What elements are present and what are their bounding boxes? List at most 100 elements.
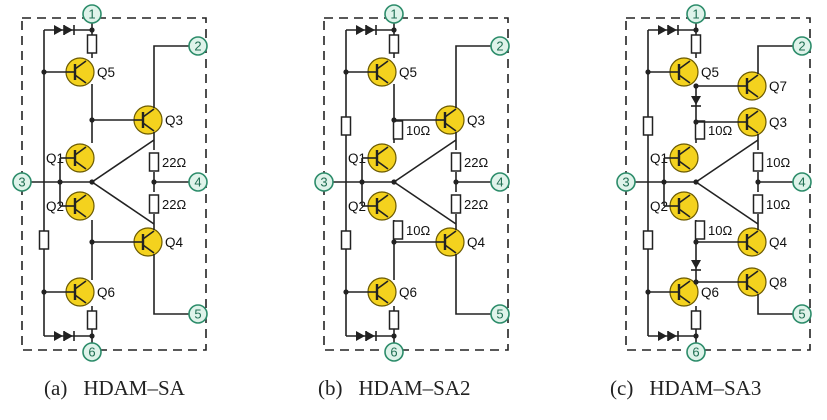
- diode-triangle: [54, 331, 63, 341]
- transistor-q1: Q1: [348, 143, 397, 173]
- resistor-body: [340, 116, 352, 136]
- transistor-q5: Q5: [65, 57, 115, 87]
- pin-2: 2: [792, 36, 812, 56]
- pin-circle: [490, 304, 510, 324]
- transistor-q4: Q4: [133, 227, 184, 257]
- transistor-label: Q5: [701, 65, 719, 80]
- resistor-label: 22Ω: [464, 155, 488, 170]
- junction-dot: [391, 27, 397, 33]
- transistor-collector: [746, 74, 759, 84]
- resistor: 10Ω: [392, 220, 430, 240]
- transistor-label: Q8: [769, 275, 787, 290]
- transistor-collector: [74, 280, 87, 290]
- diode-triangle: [356, 25, 365, 35]
- resistor-label: 22Ω: [162, 155, 186, 170]
- transistor-q2: Q2: [650, 191, 699, 221]
- pin-circle: [792, 172, 812, 192]
- pin-label: 1: [390, 7, 397, 22]
- junction-dot: [391, 117, 397, 123]
- transistor-q5: Q5: [367, 57, 417, 87]
- resistor-body: [392, 220, 404, 240]
- transistor-q2: Q2: [348, 191, 397, 221]
- transistor-label: Q7: [769, 79, 787, 94]
- transistor-emitter: [746, 244, 759, 254]
- transistor-emitter: [74, 294, 87, 304]
- wire: [153, 45, 190, 108]
- pin-label: 4: [496, 175, 503, 190]
- resistor: [690, 34, 702, 54]
- transistor-collector: [746, 110, 759, 120]
- pin-label: 3: [18, 175, 25, 190]
- pin-circle: [792, 36, 812, 56]
- junction-dot: [343, 289, 349, 295]
- transistor-collector: [376, 280, 389, 290]
- transistor-emitter: [74, 208, 87, 218]
- wire: [91, 181, 155, 225]
- junction-dot: [359, 179, 365, 185]
- resistor-body: [392, 120, 404, 140]
- pin-label: 5: [194, 307, 201, 322]
- wire: [393, 139, 457, 183]
- diode: [691, 96, 701, 107]
- junction-dot: [661, 179, 667, 185]
- pin-circle: [188, 304, 208, 324]
- resistor: [340, 116, 352, 136]
- transistor-emitter: [678, 208, 691, 218]
- transistor-q4: Q4: [435, 227, 486, 257]
- junction-dot: [693, 279, 699, 285]
- transistor-emitter: [746, 284, 759, 294]
- wire: [757, 294, 794, 315]
- junction-dot: [645, 289, 651, 295]
- transistor-q6: Q6: [65, 277, 115, 307]
- resistor-label: 10Ω: [708, 223, 732, 238]
- transistor-emitter: [678, 160, 691, 170]
- caption-c-name: HDAM–SA3: [649, 376, 762, 400]
- transistor-emitter: [678, 74, 691, 84]
- junction-dot: [645, 69, 651, 75]
- pin-circle: [384, 342, 404, 362]
- resistor: [642, 230, 654, 250]
- transistor-emitter: [74, 160, 87, 170]
- diode-triangle: [356, 331, 365, 341]
- transistor-emitter: [376, 74, 389, 84]
- pin-label: 4: [194, 175, 201, 190]
- resistor: [86, 34, 98, 54]
- pin-circle: [490, 36, 510, 56]
- resistor: 22Ω: [450, 194, 488, 214]
- resistor-body: [450, 152, 462, 172]
- resistor: 22Ω: [450, 152, 488, 172]
- transistor-q3: Q3: [435, 105, 485, 135]
- pin-1: 1: [686, 4, 706, 24]
- transistor-collector: [74, 60, 87, 70]
- pin-6: 6: [384, 342, 404, 362]
- transistor-q3: Q3: [737, 107, 787, 137]
- resistor: [340, 230, 352, 250]
- transistor-collector: [444, 230, 457, 240]
- junction-dot: [41, 289, 47, 295]
- pin-label: 2: [496, 39, 503, 54]
- resistor: 10Ω: [694, 120, 732, 140]
- resistor: 10Ω: [752, 152, 790, 172]
- pin-1: 1: [82, 4, 102, 24]
- caption-a-label: (a): [44, 376, 68, 400]
- transistor-collector: [74, 146, 87, 156]
- transistor-emitter: [746, 124, 759, 134]
- transistor-q3: Q3: [133, 105, 183, 135]
- junction-dot: [693, 83, 699, 89]
- wire: [393, 181, 457, 225]
- transistor-collector: [444, 108, 457, 118]
- pin-label: 2: [194, 39, 201, 54]
- junction-dot: [151, 179, 157, 185]
- pin-circle: [490, 172, 510, 192]
- junction-dot: [41, 69, 47, 75]
- caption-b: (b)HDAM–SA2: [318, 376, 471, 401]
- resistor: 22Ω: [148, 194, 186, 214]
- resistor: [388, 310, 400, 330]
- transistor-label: Q6: [701, 285, 719, 300]
- wire: [695, 139, 759, 183]
- transistor-emitter: [746, 88, 759, 98]
- junction-dot: [391, 179, 397, 185]
- transistor-collector: [74, 194, 87, 204]
